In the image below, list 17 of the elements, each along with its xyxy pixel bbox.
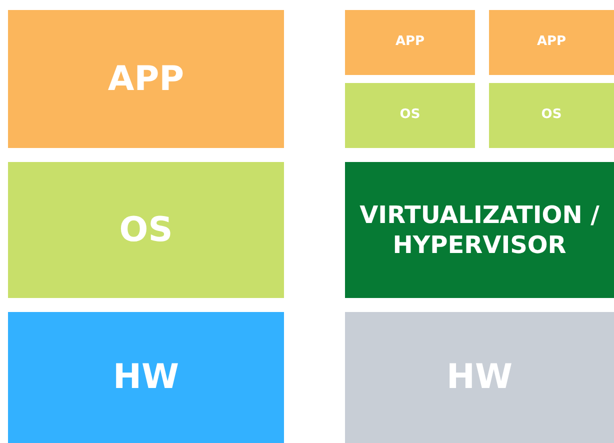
layer-block — [489, 83, 614, 148]
layer-label: VIRTUALIZATION / HYPERVISOR — [358, 200, 600, 260]
layer-label: APP — [395, 34, 425, 51]
layer-label: APP — [108, 58, 184, 100]
layer-block — [8, 10, 284, 148]
layer-block — [489, 10, 614, 75]
layer-label: APP — [536, 34, 566, 51]
layer-block — [345, 162, 614, 298]
layer-label: OS — [400, 107, 420, 124]
layer-label: OS — [119, 208, 173, 252]
layer-block — [8, 312, 284, 443]
layer-label: HW — [113, 356, 179, 399]
layer-block — [8, 162, 284, 298]
layer-block — [345, 83, 475, 148]
layer-block — [345, 312, 614, 443]
layer-label: OS — [541, 107, 562, 124]
layer-block — [345, 10, 475, 75]
